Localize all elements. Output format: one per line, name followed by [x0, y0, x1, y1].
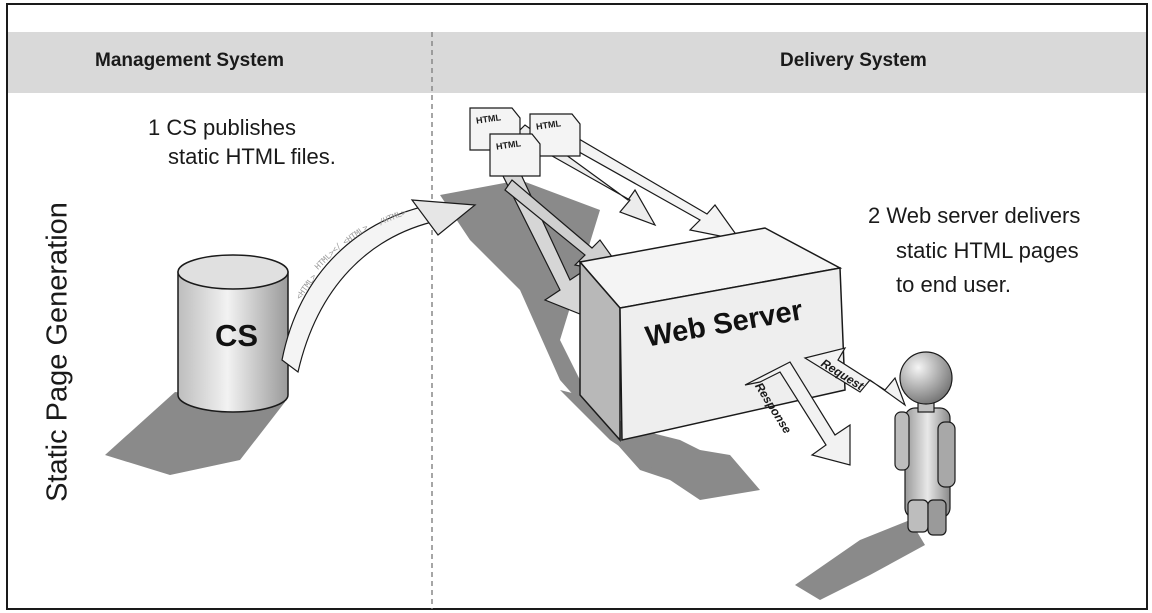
step2-line2: static HTML pages: [896, 238, 1079, 263]
management-system-label: Management System: [95, 50, 285, 71]
files-shadow: [440, 180, 740, 490]
html-files: [469, 107, 581, 177]
response-arrow: [744, 361, 851, 466]
step1-line1: 1 CS publishes: [148, 115, 296, 140]
static-page-generation-label: Static Page Generation: [41, 202, 74, 502]
web-server-box: [578, 227, 846, 442]
end-user-figure: [894, 351, 956, 536]
person-shadow: [795, 520, 925, 600]
step2-line1: 2 Web server delivers: [868, 203, 1081, 228]
cs-label: CS: [215, 318, 259, 353]
step1-line2: static HTML files.: [168, 144, 336, 169]
cs-database: [177, 254, 289, 413]
header-band: [8, 32, 1146, 93]
delivery-system-label: Delivery System: [780, 50, 927, 71]
cs-shadow: [105, 392, 285, 475]
request-arrow: [803, 347, 907, 407]
step2-line3: to end user.: [896, 272, 1011, 297]
